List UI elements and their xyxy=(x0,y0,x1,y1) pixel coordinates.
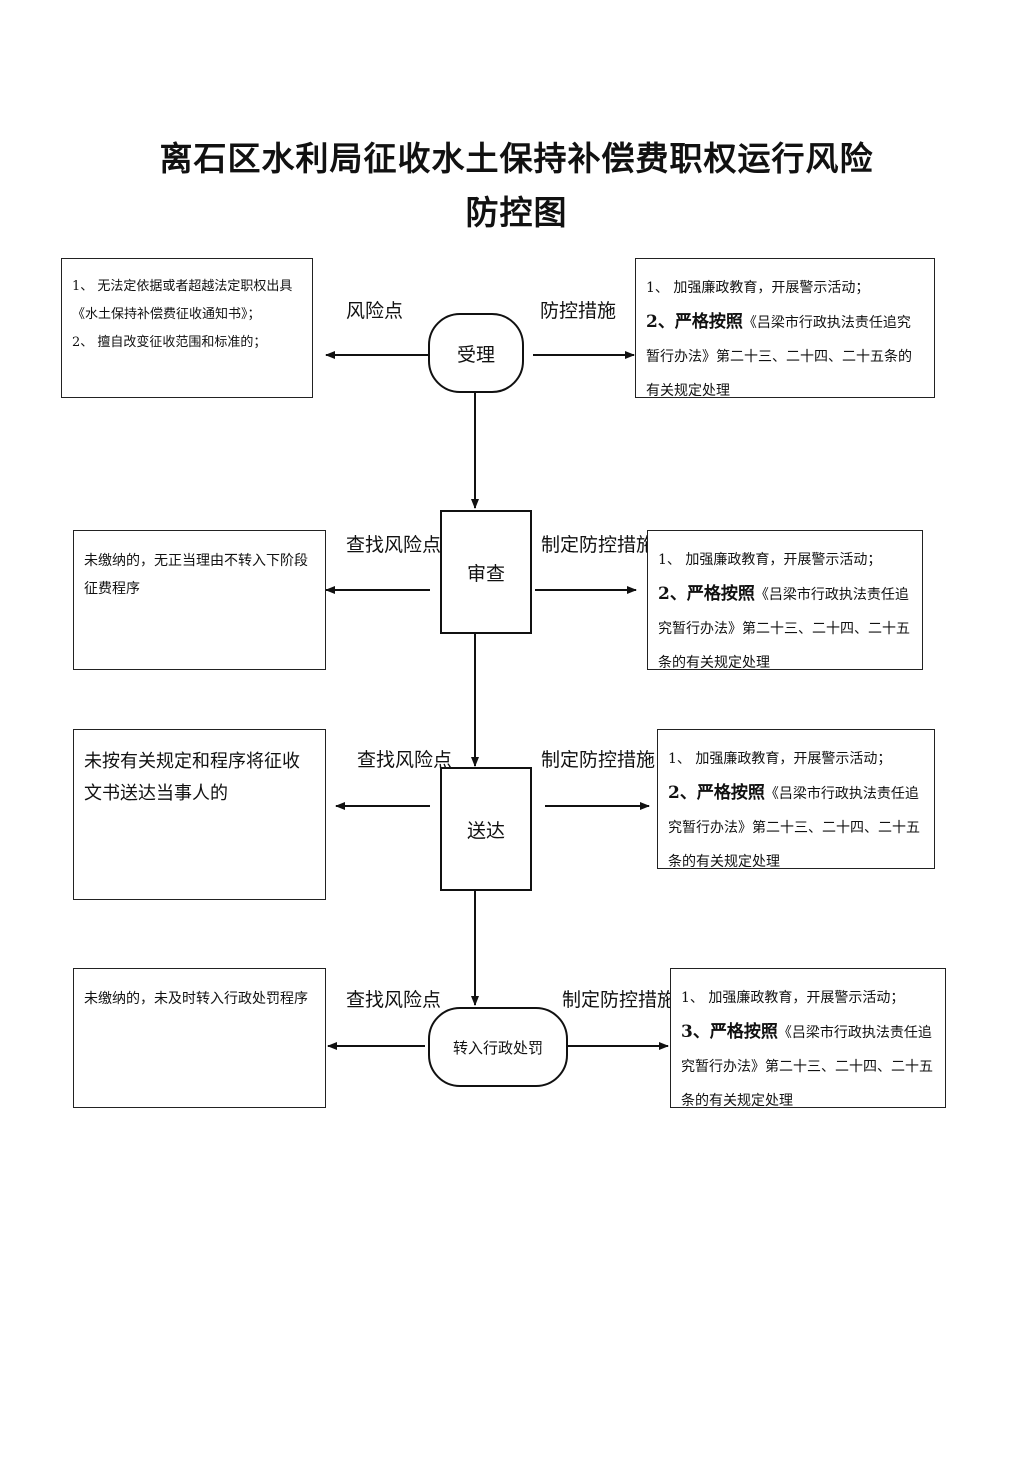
measure-item: 1、 加强廉政教育，开展警示活动； xyxy=(681,990,905,1006)
measure-item: 2、严格按照《吕梁市行政执法责任追究暂行办法》第二十三、二十四、二十五条的有关规… xyxy=(668,783,920,870)
measure-label-4: 制定防控措施 xyxy=(562,989,677,1011)
risk-box-4: 未缴纳的，未及时转入行政处罚程序 xyxy=(73,968,326,1108)
measure-box-4: 1、 加强廉政教育，开展警示活动； 3、严格按照《吕梁市行政执法责任追究暂行办法… xyxy=(670,968,946,1109)
stage-node-penalty: 转入行政处罚 xyxy=(428,1007,568,1087)
risk-item: 未缴纳的，无正当理由不转入下阶段征费程序 xyxy=(84,553,308,597)
measure-item: 1、 加强廉政教育，开展警示活动； xyxy=(646,280,870,296)
measure-item: 1、 加强廉政教育，开展警示活动； xyxy=(668,751,892,767)
measure-box-2: 1、 加强廉政教育，开展警示活动； 2、严格按照《吕梁市行政执法责任追究暂行办法… xyxy=(647,530,923,671)
stage-node-review: 审查 xyxy=(440,510,532,634)
stage-node-accept: 受理 xyxy=(428,313,524,393)
risk-label-1: 风险点 xyxy=(346,300,404,322)
risk-item: 2、 擅自改变征收范围和标准的； xyxy=(72,335,267,350)
measure-label-1: 防控措施 xyxy=(540,300,617,322)
measure-item: 2、严格按照《吕梁市行政执法责任追究暂行办法》第二十三、二十四、二十五条的有关规… xyxy=(646,312,912,399)
measure-item: 1、 加强廉政教育，开展警示活动； xyxy=(658,552,882,568)
page-subtitle: 防控图 xyxy=(465,193,568,232)
risk-box-3: 未按有关规定和程序将征收文书送达当事人的 xyxy=(73,729,326,900)
risk-item: 未按有关规定和程序将征收文书送达当事人的 xyxy=(84,751,300,804)
measure-item: 2、严格按照《吕梁市行政执法责任追究暂行办法》第二十三、二十四、二十五条的有关规… xyxy=(658,584,910,671)
risk-label-4: 查找风险点 xyxy=(346,989,442,1011)
measure-box-1: 1、 加强廉政教育，开展警示活动； 2、严格按照《吕梁市行政执法责任追究暂行办法… xyxy=(635,258,935,399)
risk-label-3: 查找风险点 xyxy=(357,749,453,771)
risk-label-2: 查找风险点 xyxy=(346,534,442,556)
measure-label-3: 制定防控措施 xyxy=(541,749,656,771)
measure-label-2: 制定防控措施 xyxy=(541,534,656,556)
risk-item: 1、 无法定依据或者超越法定职权出具《水土保持补偿费征收通知书》； xyxy=(72,279,293,322)
risk-item: 未缴纳的，未及时转入行政处罚程序 xyxy=(84,991,308,1007)
risk-box-2: 未缴纳的，无正当理由不转入下阶段征费程序 xyxy=(73,530,326,670)
risk-box-1: 1、 无法定依据或者超越法定职权出具《水土保持补偿费征收通知书》； 2、 擅自改… xyxy=(61,258,313,398)
measure-box-3: 1、 加强廉政教育，开展警示活动； 2、严格按照《吕梁市行政执法责任追究暂行办法… xyxy=(657,729,935,870)
page-title: 离石区水利局征收水土保持补偿费职权运行风险 xyxy=(159,139,874,178)
stage-node-deliver: 送达 xyxy=(440,767,532,891)
measure-item: 3、严格按照《吕梁市行政执法责任追究暂行办法》第二十三、二十四、二十五条的有关规… xyxy=(681,1022,933,1109)
